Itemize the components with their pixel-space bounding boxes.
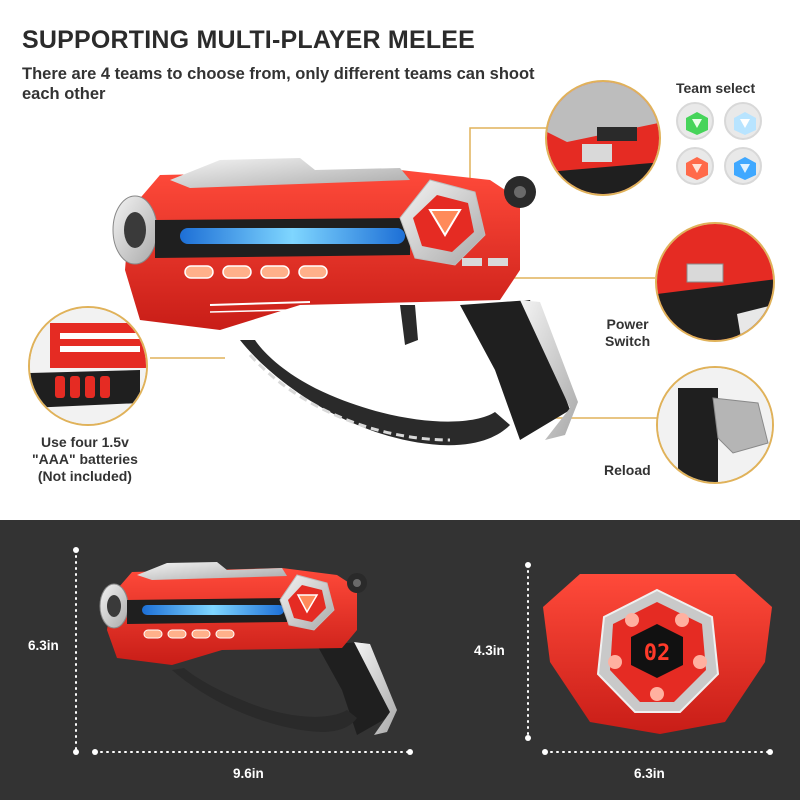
power-switch-label: Power Switch xyxy=(605,316,651,349)
reload-detail-circle xyxy=(656,366,774,484)
laser-tag-gun-illustration xyxy=(112,158,578,446)
batteries-label: Use four 1.5v "AAA" batteries (Not inclu… xyxy=(32,434,138,484)
vest-score-display: 02 xyxy=(644,641,671,666)
team-1-indicator-icon xyxy=(676,102,714,140)
vest-height-label: 4.3in xyxy=(474,643,505,658)
gun-dimension-illustration xyxy=(99,562,397,735)
reload-label: Reload xyxy=(604,462,651,478)
headline: SUPPORTING MULTI-PLAYER MELEE xyxy=(22,26,476,54)
gun-width-label: 9.6in xyxy=(233,766,264,781)
team-4-indicator-icon xyxy=(724,147,762,185)
team-select-detail-circle xyxy=(545,80,661,196)
gun-height-label: 6.3in xyxy=(28,638,59,653)
subheadline: There are 4 teams to choose from, only d… xyxy=(22,65,535,103)
vest-width-label: 6.3in xyxy=(634,766,665,781)
dimensions-section: 6.3in 9.6in 4.3in 6.3in xyxy=(0,520,800,800)
vest-target-illustration: 02 xyxy=(543,574,772,734)
dimension-lines xyxy=(73,547,773,755)
team-2-indicator-icon xyxy=(724,102,762,140)
batteries-detail-circle xyxy=(28,306,148,426)
features-section: SUPPORTING MULTI-PLAYER MELEE There are … xyxy=(22,26,775,484)
team-3-indicator-icon xyxy=(676,147,714,185)
power-switch-detail-circle xyxy=(655,222,775,342)
team-select-label: Team select xyxy=(676,80,756,96)
